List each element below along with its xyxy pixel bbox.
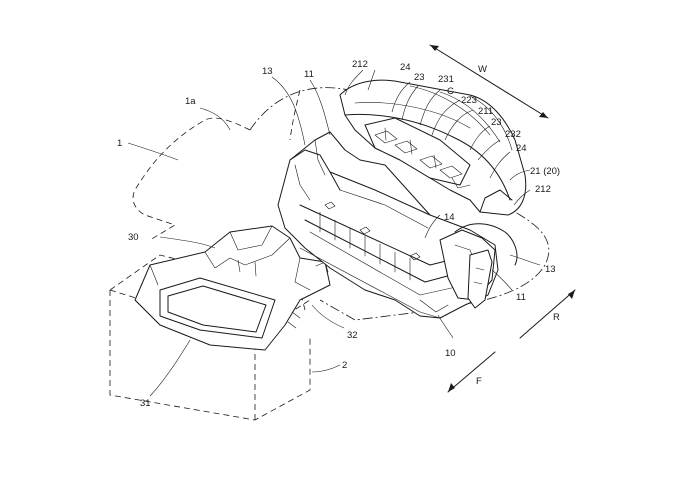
front-direction-arrow: [447, 351, 496, 393]
label-ref-21: 21 (20): [530, 166, 560, 177]
cover-21: [339, 79, 527, 216]
label-ref-211: 211: [478, 106, 493, 117]
reference-labels: 1 1a 13 11 212 24 23 231 C 223 211 23 23…: [117, 59, 560, 409]
label-ref-231: 231: [438, 74, 454, 85]
label-ref-24-right: 24: [516, 143, 527, 154]
label-ref-212-right: 212: [535, 184, 551, 195]
label-ref-C: C: [447, 86, 454, 97]
label-ref-2: 2: [342, 360, 347, 371]
label-direction-F: F: [476, 376, 482, 387]
duct-tray-30: [134, 225, 331, 351]
label-ref-13-left: 13: [262, 66, 273, 77]
label-ref-1a: 1a: [185, 96, 196, 107]
label-ref-14: 14: [444, 212, 455, 223]
rear-direction-arrow: [519, 289, 576, 339]
label-ref-24-top: 24: [400, 62, 411, 73]
label-ref-30: 30: [128, 232, 139, 243]
direction-labels: W R F: [476, 64, 560, 387]
label-direction-R: R: [553, 312, 560, 323]
label-direction-W: W: [478, 64, 487, 75]
label-ref-31: 31: [140, 398, 151, 409]
frame-10: [277, 131, 518, 319]
width-direction-arrow: [429, 44, 549, 119]
label-ref-223: 223: [461, 95, 477, 106]
label-ref-23-a: 23: [414, 72, 425, 83]
label-ref-10: 10: [445, 348, 456, 359]
label-ref-23-b: 23: [491, 117, 502, 128]
label-ref-1: 1: [117, 138, 122, 149]
label-ref-13-right: 13: [545, 264, 556, 275]
label-ref-11-left: 11: [304, 69, 314, 80]
label-ref-11-right: 11: [516, 292, 526, 303]
label-ref-32: 32: [347, 330, 358, 341]
vehicle-body-outline: [132, 87, 550, 321]
label-ref-232: 232: [505, 129, 521, 140]
leader-lines: [127, 69, 541, 397]
label-ref-212-top: 212: [352, 59, 368, 70]
